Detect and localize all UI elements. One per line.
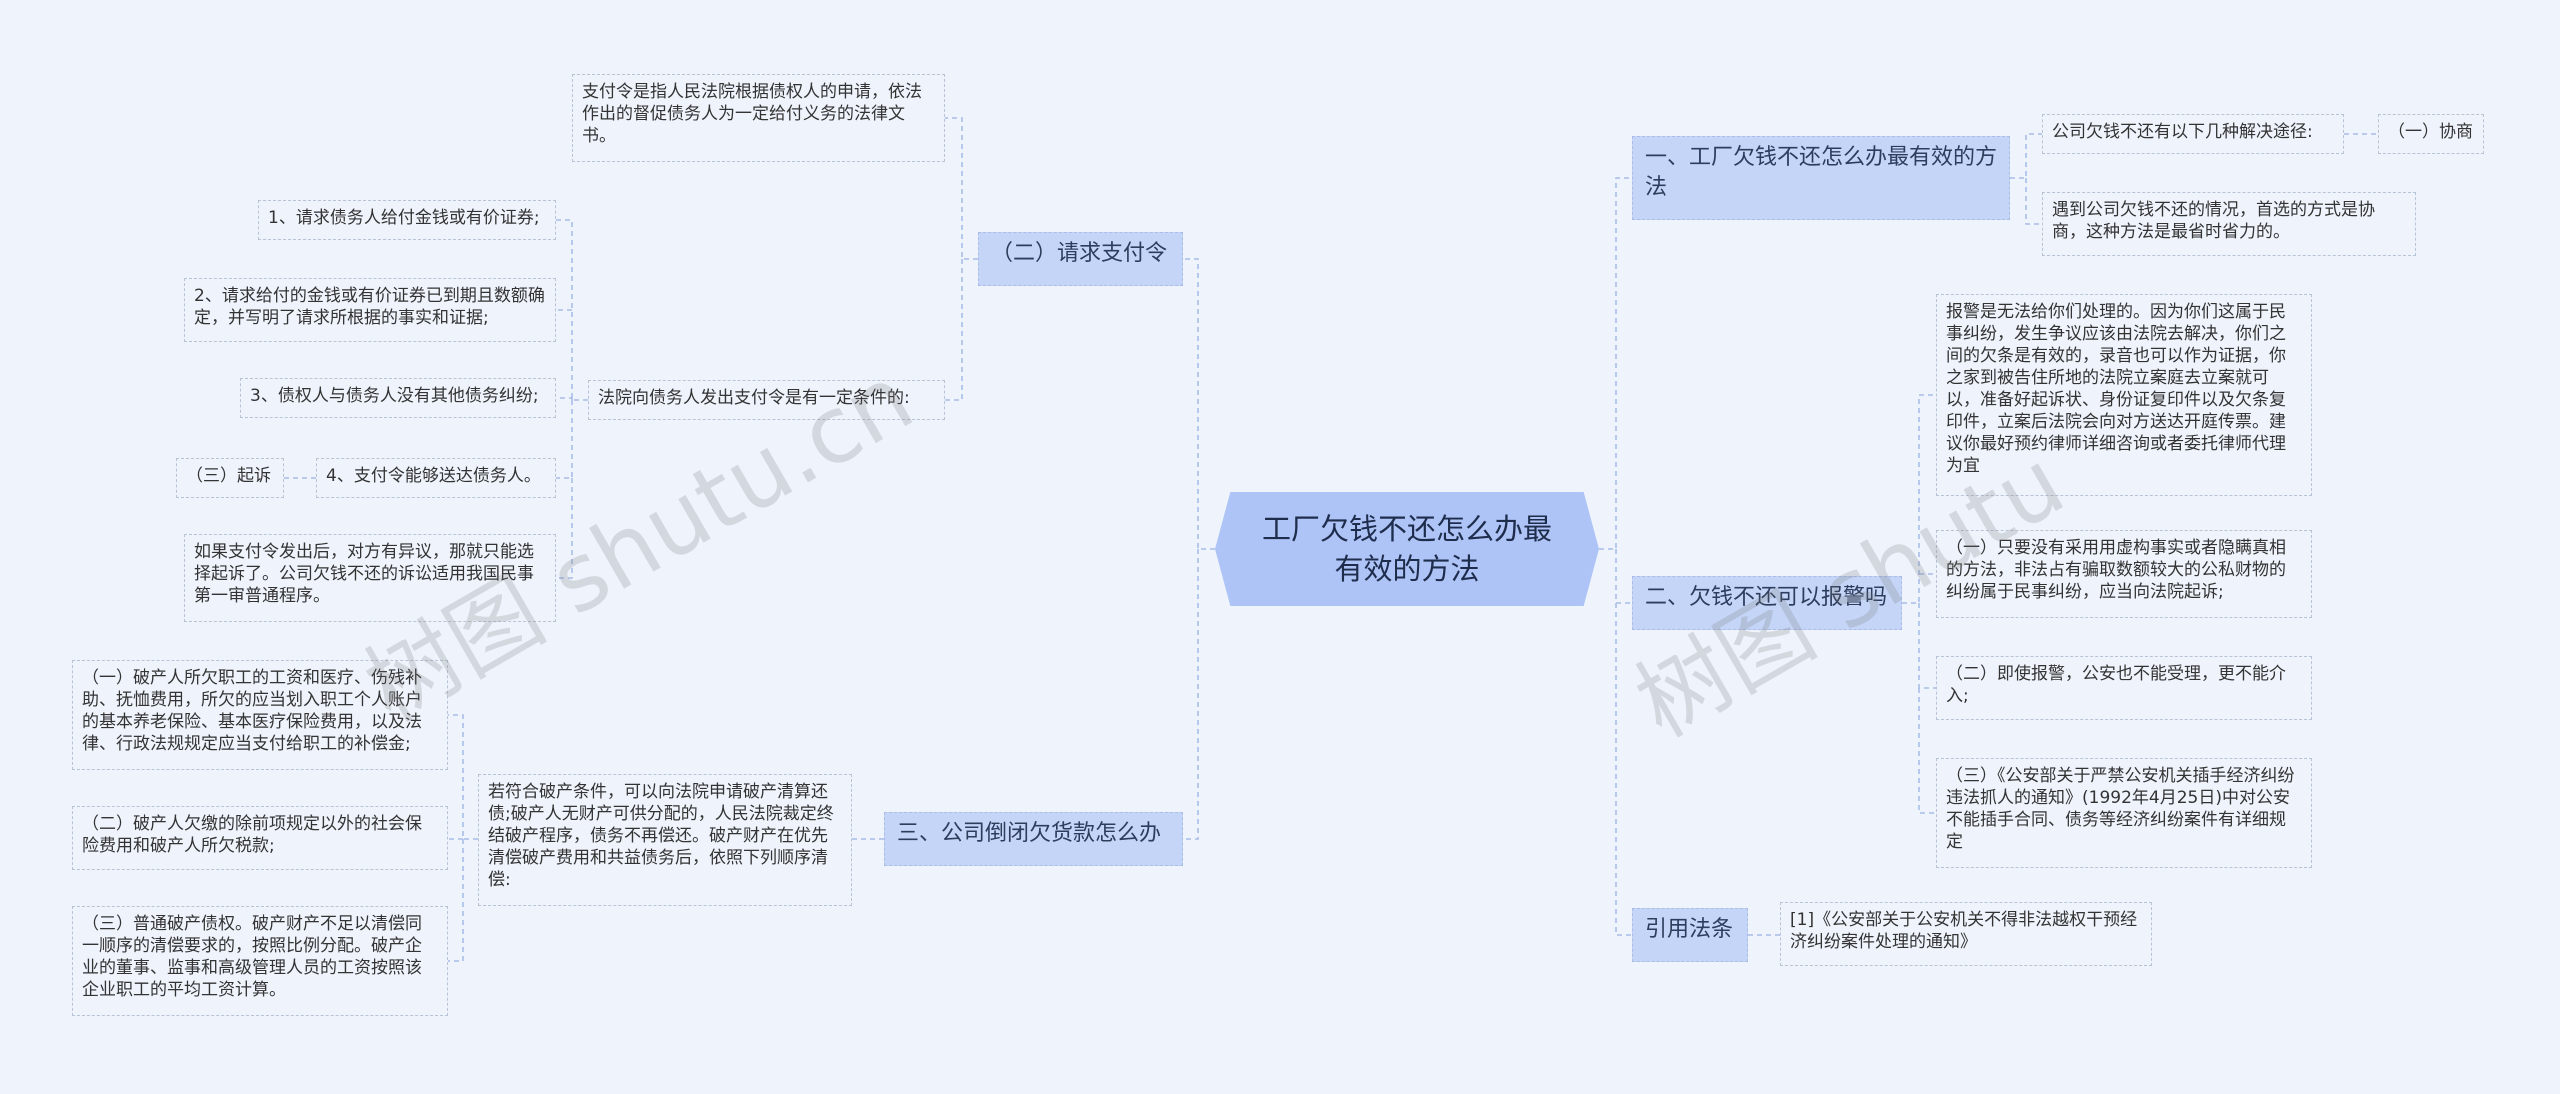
connector-line xyxy=(1183,258,1215,550)
solution-ways[interactable]: 公司欠钱不还有以下几种解决途径: xyxy=(2042,114,2344,154)
police-item-2[interactable]: （二）即使报警，公安也不能受理，更不能介入; xyxy=(1936,656,2312,720)
connector-line xyxy=(448,714,478,840)
root-topic[interactable]: 工厂欠钱不还怎么办最有效的方法 xyxy=(1215,492,1599,606)
payment-order-definition[interactable]: 支付令是指人民法院根据债权人的申请，依法作出的督促债务人为一定给付义务的法律文书… xyxy=(572,74,945,162)
connector-line xyxy=(1183,549,1199,840)
connector-line xyxy=(556,397,573,400)
connector-line xyxy=(1615,549,1632,604)
objection-note[interactable]: 如果支付令发出后，对方有异议，那就只能选择起诉了。公司欠钱不还的诉讼适用我国民事… xyxy=(184,534,556,622)
topic-cited-law[interactable]: 引用法条 xyxy=(1632,908,1748,962)
topic-bankruptcy[interactable]: 三、公司倒闭欠货款怎么办 xyxy=(884,812,1183,866)
connector-line xyxy=(1615,603,1632,936)
connector-line xyxy=(556,400,573,479)
connector-line xyxy=(556,478,573,579)
connector-line xyxy=(2010,133,2042,179)
connector-line xyxy=(945,117,978,260)
topic-effective-methods[interactable]: 一、工厂欠钱不还怎么办最有效的方法 xyxy=(1632,136,2010,220)
police-item-3[interactable]: （三）《公安部关于严禁公安机关插手经济纠纷违法抓人的通知》(1992年4月25日… xyxy=(1936,758,2312,868)
conditions-label[interactable]: 法院向债务人发出支付令是有一定条件的: xyxy=(588,380,945,420)
bankruptcy-order-1[interactable]: （一）破产人所欠职工的工资和医疗、伤残补助、抚恤费用，所欠的应当划入职工个人账户… xyxy=(72,660,448,770)
root-topic-label: 工厂欠钱不还怎么办最有效的方法 xyxy=(1261,512,1552,586)
bankruptcy-order-3[interactable]: （三）普通破产债权。破产财产不足以清偿同一顺序的清偿要求的，按照比例分配。破产企… xyxy=(72,906,448,1016)
sue-label[interactable]: （三）起诉 xyxy=(176,458,284,498)
bankruptcy-order-2[interactable]: （二）破产人欠缴的除前项规定以外的社会保险费用和破产人所欠税款; xyxy=(72,806,448,870)
condition-item-2[interactable]: 2、请求给付的金钱或有价证券已到期且数额确定，并写明了请求所根据的事实和证据; xyxy=(184,278,556,342)
condition-item-3[interactable]: 3、债权人与债务人没有其他债务纠纷; xyxy=(240,378,556,418)
bankruptcy-intro[interactable]: 若符合破产条件，可以向法院申请破产清算还债;破产人无财产可供分配的，人民法院裁定… xyxy=(478,774,852,906)
topic-call-police[interactable]: 二、欠钱不还可以报警吗 xyxy=(1632,576,1902,630)
connector-line xyxy=(945,259,963,401)
police-answer[interactable]: 报警是无法给你们处理的。因为你们这属于民事纠纷，发生争议应该由法院去解决，你们之… xyxy=(1936,294,2312,496)
negotiate-item[interactable]: （一）协商 xyxy=(2378,114,2484,154)
condition-item-4[interactable]: 4、支付令能够送达债务人。 xyxy=(316,458,556,498)
connector-line xyxy=(448,839,464,962)
connector-line xyxy=(1599,177,1632,550)
police-item-1[interactable]: （一）只要没有采用用虚构事实或者隐瞒真相的方法，非法占有骗取数额较大的公私财物的… xyxy=(1936,530,2312,618)
negotiate-preferred[interactable]: 遇到公司欠钱不还的情况，首选的方式是协商，这种方法是最省时省力的。 xyxy=(2042,192,2416,256)
connector-line xyxy=(1918,603,1936,689)
cited-law-ref[interactable]: [1]《公安部关于公安机关不得非法越权干预经济纠纷案件处理的通知》 xyxy=(1780,902,2152,966)
connector-line xyxy=(2025,178,2042,225)
connector-line xyxy=(1918,688,1936,814)
condition-item-1[interactable]: 1、请求债务人给付金钱或有价证券; xyxy=(258,200,556,240)
topic-payment-order[interactable]: （二）请求支付令 xyxy=(978,232,1183,286)
connector-line xyxy=(1902,394,1936,604)
